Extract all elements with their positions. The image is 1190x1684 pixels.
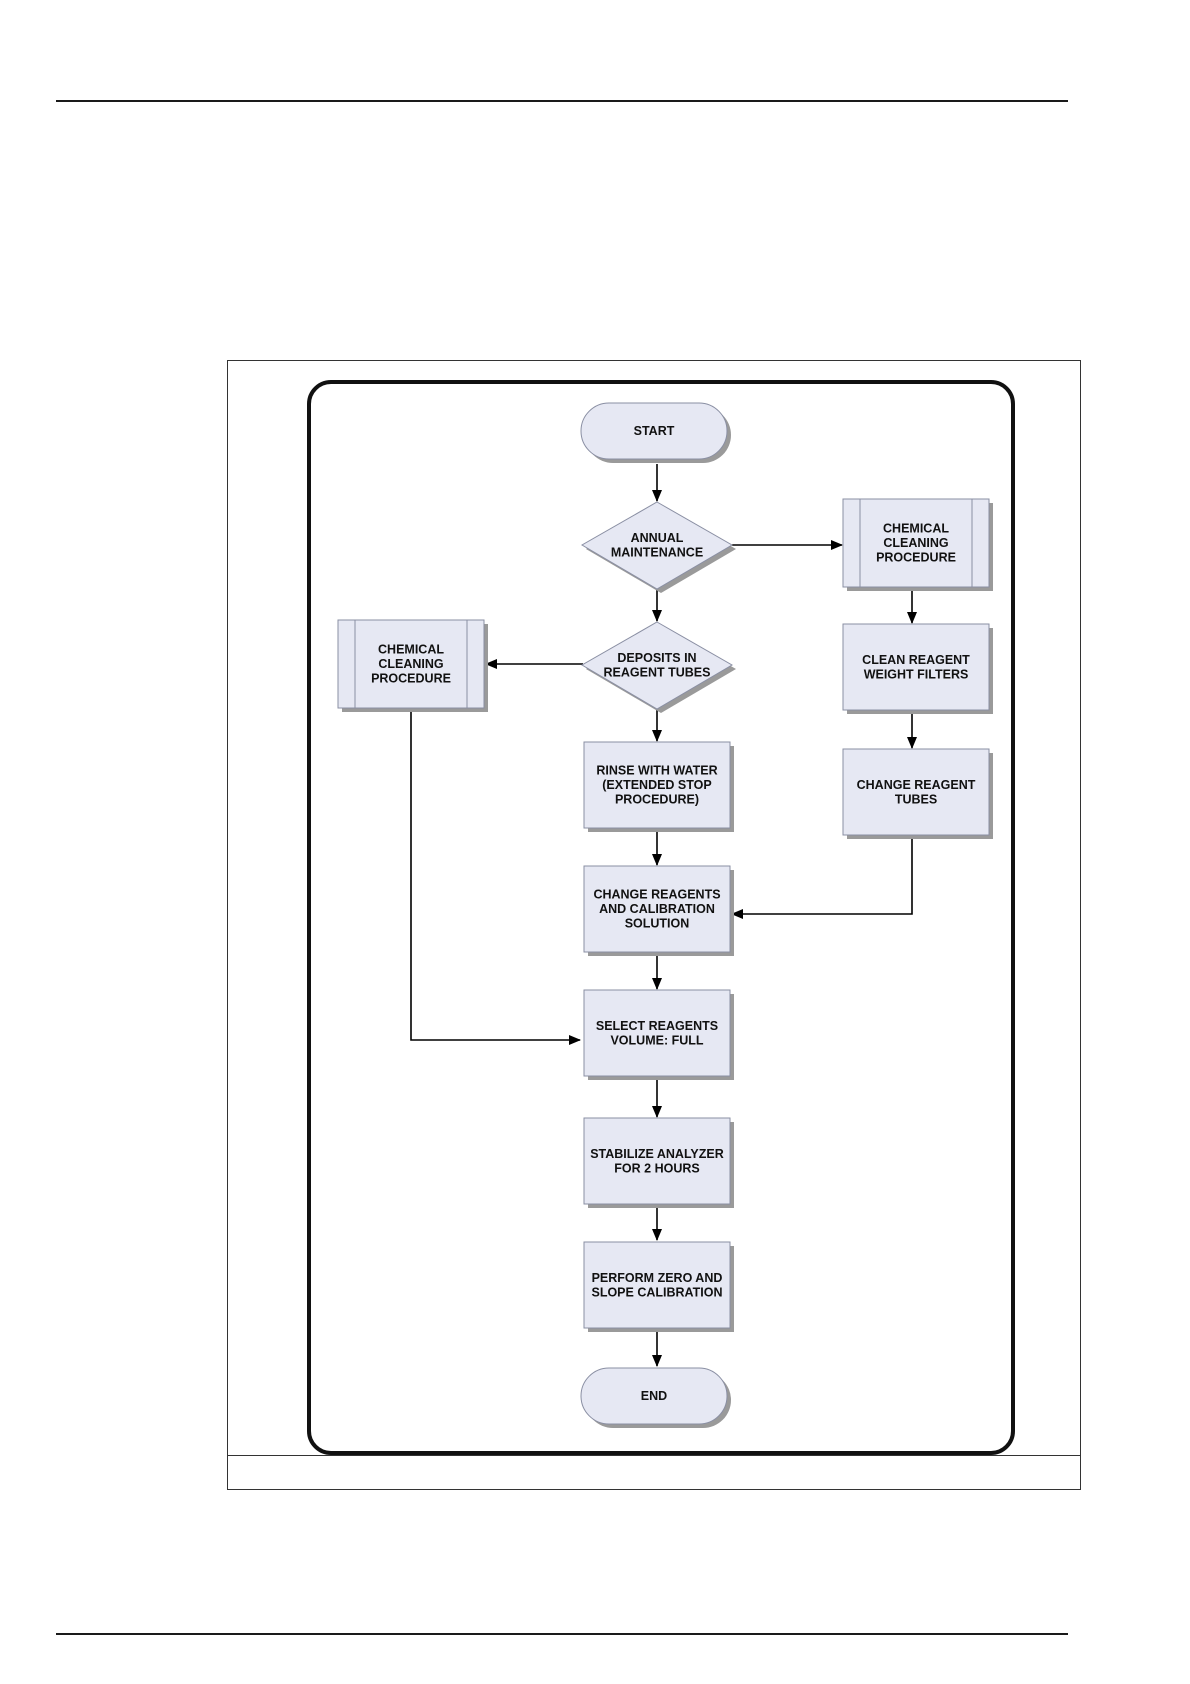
node-label-line: CHANGE REAGENT bbox=[857, 778, 976, 792]
node-label-line: CHEMICAL bbox=[378, 643, 444, 657]
figure-caption-row bbox=[228, 1455, 1080, 1489]
node-label-line: (EXTENDED STOP bbox=[602, 778, 712, 792]
node-label-line: SOLUTION bbox=[625, 917, 690, 931]
node-start: START bbox=[580, 402, 731, 463]
node-text: START bbox=[634, 424, 675, 438]
node-label-line: CLEANING bbox=[883, 536, 948, 550]
node-label-line: FOR 2 HOURS bbox=[614, 1161, 699, 1175]
node-label-line: AND CALIBRATION bbox=[599, 902, 715, 916]
node-label-line: CHEMICAL bbox=[883, 522, 949, 536]
node-label-line: RINSE WITH WATER bbox=[596, 764, 717, 778]
node-label-line: MAINTENANCE bbox=[611, 545, 703, 559]
node-label-line: CLEAN REAGENT bbox=[862, 653, 970, 667]
arrow-chemical-left-to-select-volume bbox=[410, 709, 581, 1045]
node-label-line: CLEANING bbox=[378, 657, 443, 671]
node-label-line: END bbox=[641, 1389, 667, 1403]
node-label-line: ANNUAL bbox=[631, 531, 684, 545]
header-rule bbox=[56, 100, 1068, 102]
node-label-line: STABILIZE ANALYZER bbox=[590, 1147, 724, 1161]
node-label-line: PERFORM ZERO AND bbox=[592, 1271, 723, 1285]
node-label-line: START bbox=[634, 424, 675, 438]
node-label-line: PROCEDURE) bbox=[615, 793, 699, 807]
node-label-line: CHANGE REAGENTS bbox=[593, 888, 720, 902]
node-text: END bbox=[641, 1389, 667, 1403]
node-label-line: VOLUME: FULL bbox=[610, 1033, 703, 1047]
node-label-line: PROCEDURE bbox=[876, 551, 956, 565]
node-label-line: SLOPE CALIBRATION bbox=[591, 1285, 722, 1299]
node-label-line: PROCEDURE bbox=[371, 672, 451, 686]
node-label-line: DEPOSITS IN bbox=[617, 651, 696, 665]
node-label-line: WEIGHT FILTERS bbox=[864, 667, 969, 681]
node-label-line: SELECT REAGENTS bbox=[596, 1019, 718, 1033]
node-label-line: TUBES bbox=[895, 792, 937, 806]
node-label-line: REAGENT TUBES bbox=[604, 665, 711, 679]
arrow-change-tubes-to-change-reagents bbox=[731, 836, 913, 919]
footer-rule bbox=[56, 1633, 1068, 1635]
connectors bbox=[410, 464, 917, 1367]
node-end: END bbox=[580, 1367, 731, 1428]
